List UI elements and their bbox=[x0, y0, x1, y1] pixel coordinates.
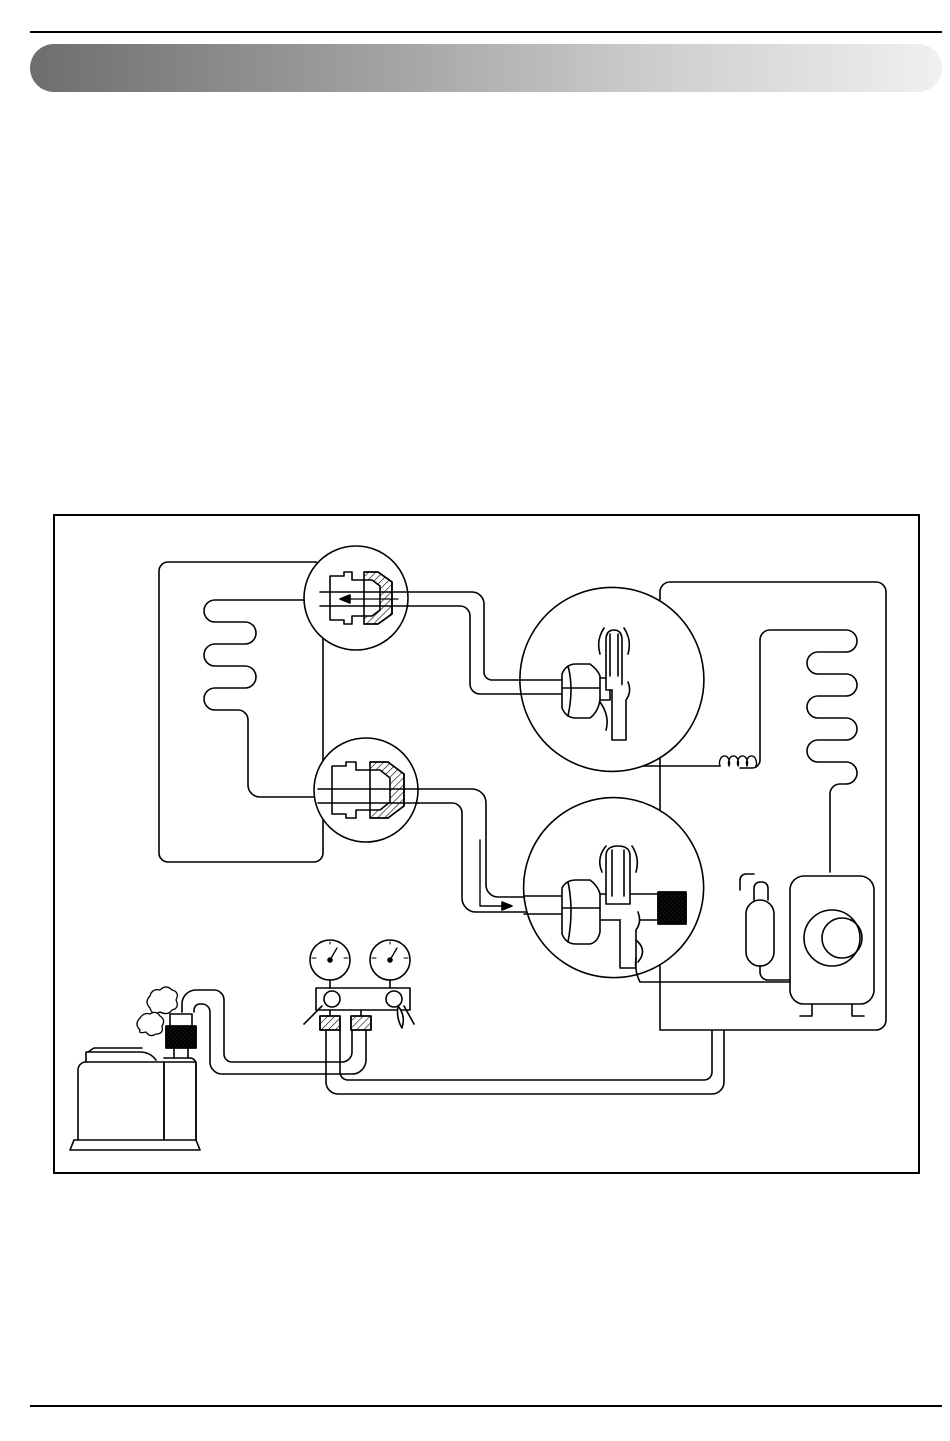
indoor-unit bbox=[159, 562, 323, 862]
flare-nut-gas bbox=[314, 738, 418, 842]
manifold-gauge bbox=[304, 940, 414, 1030]
bottom-rule bbox=[30, 1405, 942, 1407]
compressor bbox=[790, 876, 874, 1016]
flare-nut-liquid bbox=[304, 546, 408, 650]
service-valve-liquid bbox=[520, 587, 704, 771]
vacuum-pump bbox=[70, 987, 200, 1150]
